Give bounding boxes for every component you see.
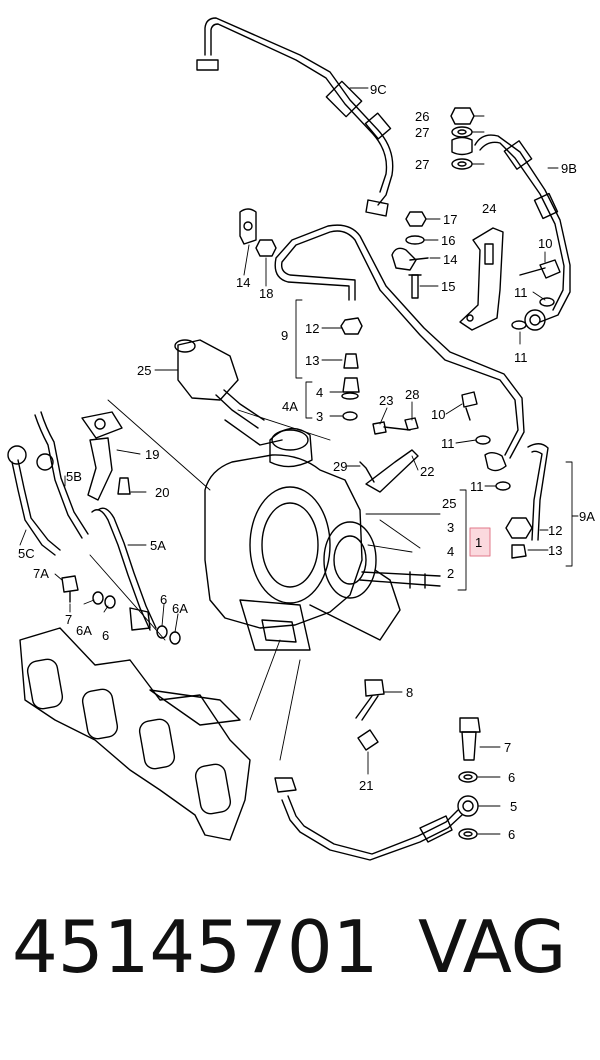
label-6a-b: 6A: [172, 601, 188, 616]
label-7-a: 7: [65, 612, 72, 627]
leader-lines: [19, 87, 579, 835]
label-11-b: 11: [514, 350, 528, 365]
label-6a-a: 6A: [76, 623, 92, 638]
label-13-b: 13: [548, 543, 562, 558]
clip-14-18: [239, 208, 277, 257]
label-18: 18: [259, 286, 273, 301]
clamp-assembly: [391, 211, 429, 299]
part-number: 45145701: [12, 905, 379, 989]
label-7a: 7A: [33, 566, 49, 581]
label-19: 19: [145, 447, 159, 462]
label-11-a: 11: [514, 285, 528, 300]
label-7-b: 7: [504, 740, 511, 755]
label-26: 26: [415, 109, 429, 124]
label-12-a: 12: [305, 321, 319, 336]
bolt-23: [372, 421, 411, 435]
label-3-b: 3: [447, 520, 454, 535]
oil-pipe-9b: [474, 134, 571, 331]
label-23: 23: [379, 393, 393, 408]
label-21: 21: [359, 778, 373, 793]
label-22: 22: [420, 464, 434, 479]
stud-8: [355, 679, 385, 721]
label-25-b: 25: [442, 496, 456, 511]
label-16: 16: [441, 233, 455, 248]
oil-pipe-9c: [196, 17, 394, 217]
banjo-bolt-10: [511, 259, 561, 330]
banjo-bolt-7: [458, 717, 481, 840]
wastegate-actuator: [174, 339, 283, 446]
turbocharger-exploded-diagram: 9C 26 27 27 9B 17 16 14 15 24 10 11 11 1…: [7, 17, 595, 861]
label-15: 15: [441, 279, 455, 294]
highlight-part-1: [469, 527, 491, 557]
label-3-a: 3: [316, 409, 323, 424]
label-1: 1: [475, 535, 482, 550]
label-5: 5: [510, 799, 517, 814]
label-27-a: 27: [415, 125, 429, 140]
vacuum-line-9: [274, 224, 525, 459]
label-6-a: 6: [102, 628, 109, 643]
label-27-b: 27: [415, 157, 429, 172]
label-4-b: 4: [447, 544, 454, 559]
label-10-a: 10: [538, 236, 552, 251]
label-11-d: 11: [470, 479, 484, 494]
label-5b: 5B: [66, 469, 82, 484]
label-4-a: 4: [316, 385, 323, 400]
label-9b: 9B: [561, 161, 577, 176]
label-25-a: 25: [137, 363, 151, 378]
brand-name: VAG: [418, 905, 567, 989]
exhaust-manifold: [19, 627, 251, 841]
label-24: 24: [482, 201, 496, 216]
part-labels: 9C 26 27 27 9B 17 16 14 15 24 10 11 11 1…: [18, 82, 595, 842]
label-28: 28: [405, 387, 419, 402]
oil-pipe-5a: [91, 507, 157, 631]
bracket-24: [459, 227, 504, 331]
label-2: 2: [447, 566, 454, 581]
washer-28: [404, 417, 419, 431]
label-14-b: 14: [236, 275, 250, 290]
nut-21: [357, 729, 379, 751]
label-20: 20: [155, 485, 169, 500]
oil-pipe-5: [274, 777, 479, 861]
label-12-b: 12: [548, 523, 562, 538]
label-9c: 9C: [370, 82, 387, 97]
label-10-b: 10: [431, 407, 445, 422]
label-9: 9: [281, 328, 288, 343]
label-6-c: 6: [508, 770, 515, 785]
label-14-a: 14: [443, 252, 457, 267]
label-17: 17: [443, 212, 457, 227]
turbocharger-body: [204, 427, 441, 651]
label-13-a: 13: [305, 353, 319, 368]
label-29: 29: [333, 459, 347, 474]
label-5c: 5C: [18, 546, 35, 561]
caption-bar: 45145701 VAG: [0, 905, 600, 1045]
label-6-b: 6: [160, 592, 167, 607]
oil-pipe-5b: [34, 411, 89, 539]
nut-washer-stack: [450, 107, 475, 170]
label-8: 8: [406, 685, 413, 700]
label-5a: 5A: [150, 538, 166, 553]
fitting-4-3: [341, 377, 360, 421]
oil-return-hose-9a: [505, 443, 549, 559]
label-9a: 9A: [579, 509, 595, 524]
wastegate-rod: [359, 449, 419, 493]
label-6-d: 6: [508, 827, 515, 842]
gasket-19: [81, 411, 131, 501]
oil-pipe-5c: [7, 445, 61, 556]
label-11-c: 11: [441, 436, 455, 451]
label-4a: 4A: [282, 399, 298, 414]
